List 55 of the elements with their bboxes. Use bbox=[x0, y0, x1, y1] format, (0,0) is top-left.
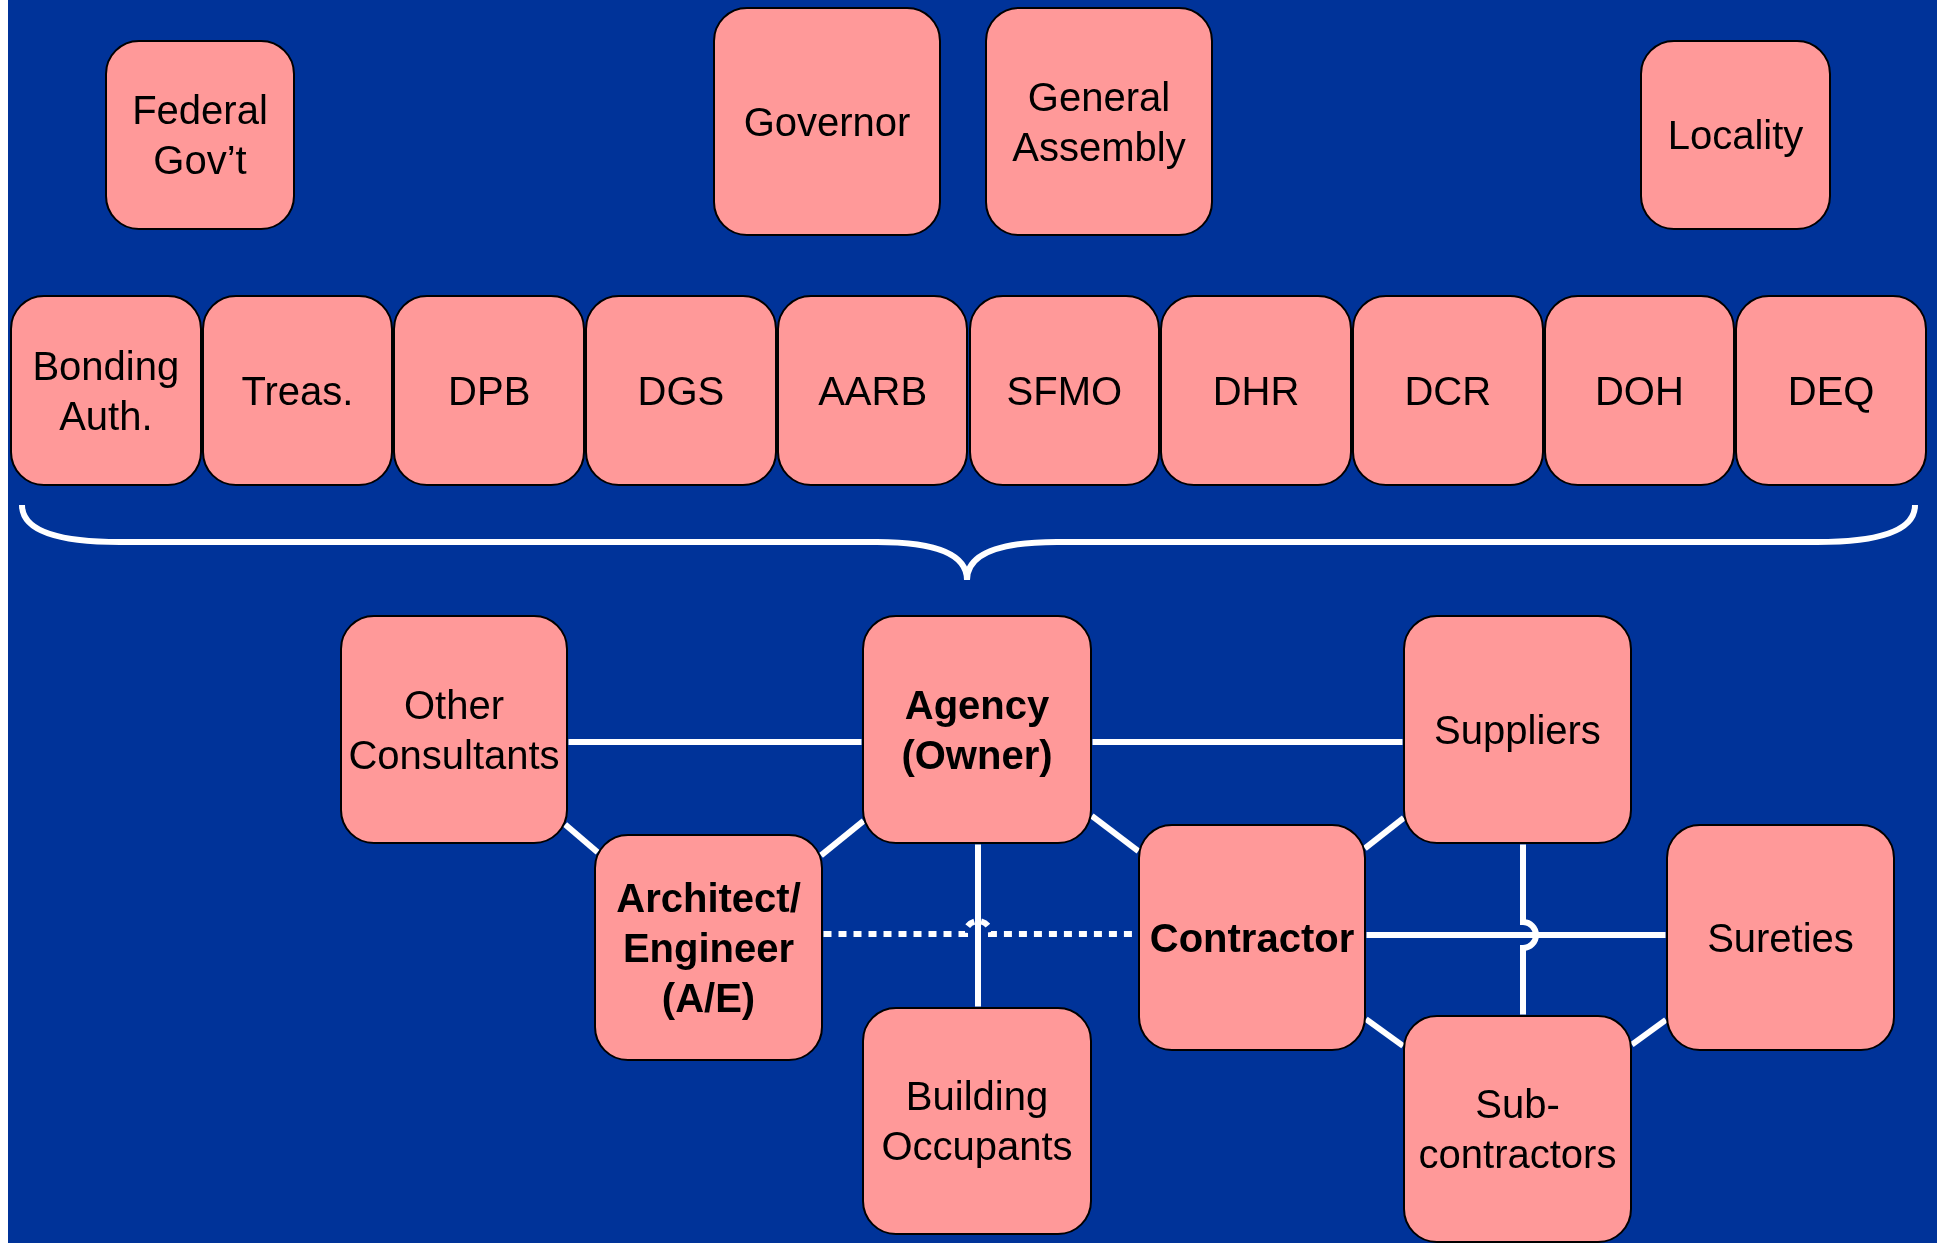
entity-box bbox=[1403, 1015, 1632, 1243]
node-label: Bonding Auth. bbox=[31, 342, 181, 440]
node-label: DOH bbox=[1595, 367, 1684, 415]
entity-box bbox=[1543, 295, 1736, 486]
node-label: Federal Gov’t bbox=[131, 87, 269, 184]
connector-line bbox=[819, 818, 866, 858]
node-label: Suppliers bbox=[1434, 706, 1601, 754]
entity-box bbox=[1735, 295, 1927, 486]
node-label: AARB bbox=[818, 367, 928, 415]
entity-box bbox=[776, 295, 969, 486]
node-label: General Assembly bbox=[1011, 73, 1187, 171]
entity-box bbox=[1351, 295, 1544, 486]
entity-box bbox=[1403, 615, 1632, 844]
node-label: DGS bbox=[637, 367, 725, 415]
node-label: Agency (Owner) bbox=[900, 681, 1054, 779]
entity-box bbox=[1160, 295, 1352, 486]
node-label: Governor bbox=[743, 98, 911, 146]
connector-line bbox=[1630, 1017, 1668, 1047]
node-label: SFMO bbox=[1006, 367, 1123, 415]
connector-line bbox=[1364, 1016, 1405, 1049]
entity-box bbox=[201, 295, 394, 486]
entity-box bbox=[1138, 824, 1366, 1051]
node-label: DHR bbox=[1212, 367, 1300, 415]
node-label: Contractor bbox=[1149, 914, 1355, 962]
entity-box bbox=[862, 615, 1092, 844]
entity-box bbox=[105, 40, 295, 230]
node-label: DEQ bbox=[1787, 367, 1875, 415]
entity-box bbox=[585, 295, 777, 486]
entity-box bbox=[340, 615, 568, 844]
entity-box bbox=[1666, 824, 1895, 1051]
entity-box bbox=[594, 834, 823, 1061]
node-label: Building Occupants bbox=[880, 1073, 1074, 1170]
node-label: Treas. bbox=[241, 367, 354, 415]
entity-box bbox=[968, 295, 1161, 486]
connector-line bbox=[1090, 813, 1141, 854]
connector-line bbox=[1366, 932, 1666, 938]
node-label: Sub-contractors bbox=[1417, 1081, 1618, 1178]
connector-line bbox=[1520, 844, 1539, 1015]
node-label: Sureties bbox=[1707, 914, 1854, 962]
connector-line bbox=[1363, 815, 1406, 851]
node-label: Locality bbox=[1667, 112, 1804, 159]
node-label: DPB bbox=[448, 367, 531, 415]
entity-box bbox=[862, 1007, 1092, 1235]
entity-box bbox=[1640, 40, 1831, 230]
node-label: DCR bbox=[1404, 367, 1492, 415]
entity-box bbox=[713, 7, 941, 236]
connector-line bbox=[975, 844, 981, 1007]
entity-box bbox=[393, 295, 586, 486]
node-label: Architect/ Engineer (A/E) bbox=[615, 874, 802, 1022]
connector-line bbox=[568, 739, 862, 745]
entity-box bbox=[985, 7, 1213, 236]
connector-line bbox=[1092, 739, 1403, 745]
entity-box bbox=[10, 295, 202, 486]
node-label: Other Consultants bbox=[347, 681, 561, 779]
connector-line bbox=[563, 822, 600, 855]
